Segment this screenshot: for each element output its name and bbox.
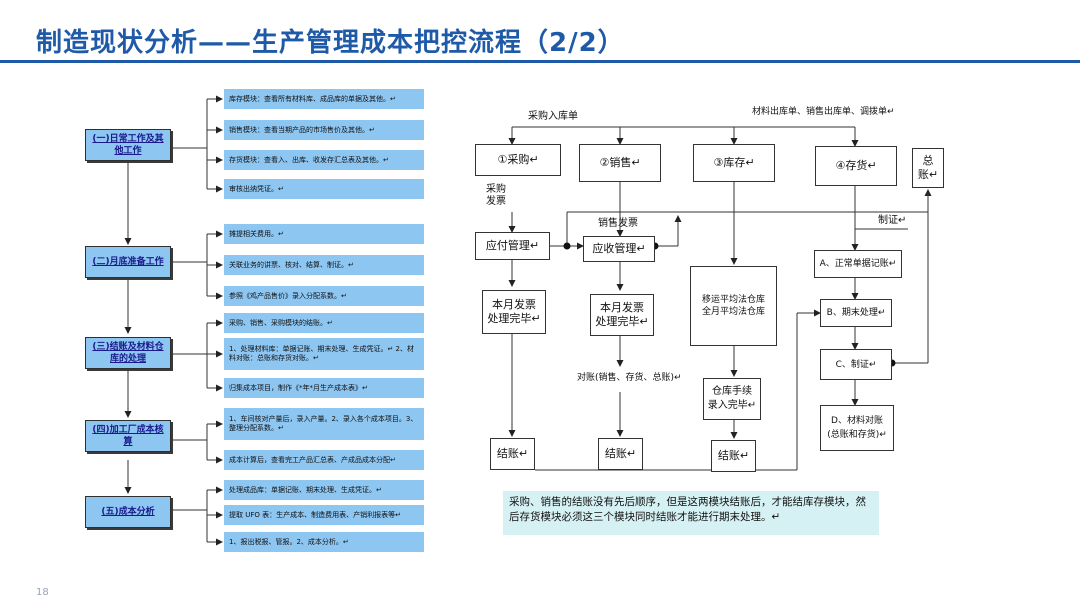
box-close-purchase[interactable]: 结账↵ [490, 438, 535, 470]
module-stock[interactable]: ④存货↵ [815, 146, 897, 186]
box-close-inventory[interactable]: 结账↵ [711, 440, 756, 472]
title-underline [0, 60, 1080, 63]
box-payables[interactable]: 应付管理↵ [475, 232, 550, 260]
module-sales[interactable]: ②销售↵ [579, 144, 661, 182]
module-purchase[interactable]: ①采购↵ [475, 144, 561, 176]
box-warehouse-done: 仓库手续 录入完毕↵ [703, 378, 761, 420]
stage-label: 日常工作及其他工作 [109, 134, 164, 156]
label-sales-invoice: 销售发票 [598, 218, 638, 229]
subtask-collect-cost-items: 归集成本项目，制作《*年*月生产成本表》↵ [224, 378, 424, 398]
subtask-sales-module: 销售模块：查看当期产品的市场售价及其他。↵ [224, 120, 424, 140]
stage-prefix: (一) [92, 134, 110, 144]
box-close-sales[interactable]: 结账↵ [598, 438, 643, 470]
subtask-stock-module: 存货模块：查看入、出库、收发存汇总表及其他。↵ [224, 150, 424, 170]
subtask-module-closing: 采购、销售、采购模块的结账。↵ [224, 313, 424, 333]
box-step-a[interactable]: A、正常单据记账↵ [814, 250, 902, 278]
subtask-allocation-coefficient: 参照《鸡产品售价》录入分配系数。↵ [224, 286, 424, 306]
subtask-cost-calculation: 成本计算后，查看完工产品汇总表、产成品成本分配↵ [224, 450, 424, 470]
box-sales-invoice-done: 本月发票 处理完毕↵ [590, 294, 654, 336]
stage-closing-material-warehouse[interactable]: (三)结账及材料仓库的处理 [85, 337, 171, 369]
box-costing-method: 移运平均法仓库 全月平均法仓库 [690, 266, 777, 346]
label-outbound-docs: 材料出库单、销售出库单、调拨单↵ [752, 107, 895, 117]
subtask-inventory-module: 库存模块：查看所有材料库、成品库的单据及其他。↵ [224, 89, 424, 109]
subtask-material-warehouse: 1、处理材料库：单据记账、期末处理、生成凭证。↵ 2、材料对账：总账和存货对账。… [224, 338, 424, 370]
subtask-amortize-expenses: 摊提相关费用。↵ [224, 224, 424, 244]
subtask-finished-goods: 处理成品库：单据记账、期末处理、生成凭证。↵ [224, 480, 424, 500]
stage-daily-work[interactable]: (一)日常工作及其他工作 [85, 129, 171, 161]
stage-label: 成本分析 [118, 507, 155, 517]
box-receivables[interactable]: 应收管理↵ [583, 236, 655, 262]
label-purchase-invoice: 采购 发票 [486, 184, 506, 207]
module-general-ledger[interactable]: 总 账↵ [912, 148, 944, 188]
page-title: 制造现状分析——生产管理成本把控流程（2/2） [36, 28, 625, 58]
stage-month-end-prep[interactable]: (二)月底准备工作 [85, 246, 171, 278]
stage-plant-cost-accounting[interactable]: (四)加工厂成本核算 [85, 420, 171, 452]
stage-prefix: (四) [92, 425, 110, 435]
stage-label: 加工厂成本核算 [109, 425, 164, 447]
label-voucher: 制证↵ [878, 215, 907, 226]
stage-prefix: (二) [92, 257, 110, 267]
label-reconcile: 对账(销售、存货、总账)↵ [577, 373, 682, 383]
subtask-ufo-reports: 提取 UFO 表：生产成本、制造费用表、产销利报表等↵ [224, 505, 424, 525]
box-purchase-invoice-done: 本月发票 处理完毕↵ [482, 290, 546, 334]
closing-order-note: 采购、销售的结账没有先后顺序，但是这两模块结账后，才能结库存模块，然后存货模块必… [503, 491, 879, 535]
subtask-enter-output: 1、车间核对产量后，录入产量。2、录入各个成本项目。3、整理分配系数。↵ [224, 408, 424, 440]
subtask-reports-analysis: 1、报出税报、管报。2、成本分析。↵ [224, 532, 424, 552]
stage-cost-analysis[interactable]: (五)成本分析 [85, 496, 171, 528]
box-step-c[interactable]: C、制证↵ [820, 349, 892, 380]
stage-label: 结账及材料仓库的处理 [109, 342, 164, 364]
stage-label: 月底准备工作 [109, 257, 164, 267]
box-step-b[interactable]: B、期末处理↵ [820, 299, 892, 327]
subtask-audit-cashier: 审核出纳凭证。↵ [224, 179, 424, 199]
page-number: 18 [36, 587, 49, 598]
box-step-d[interactable]: D、材料对账 (总账和存货)↵ [820, 405, 894, 451]
label-purchase-receipt: 采购入库单 [528, 111, 578, 122]
stage-prefix: (五) [101, 507, 119, 517]
stage-prefix: (三) [92, 342, 110, 352]
subtask-related-business: 关联业务的讲票、核对、结算、制证。↵ [224, 255, 424, 275]
module-inventory[interactable]: ③库存↵ [693, 144, 775, 182]
